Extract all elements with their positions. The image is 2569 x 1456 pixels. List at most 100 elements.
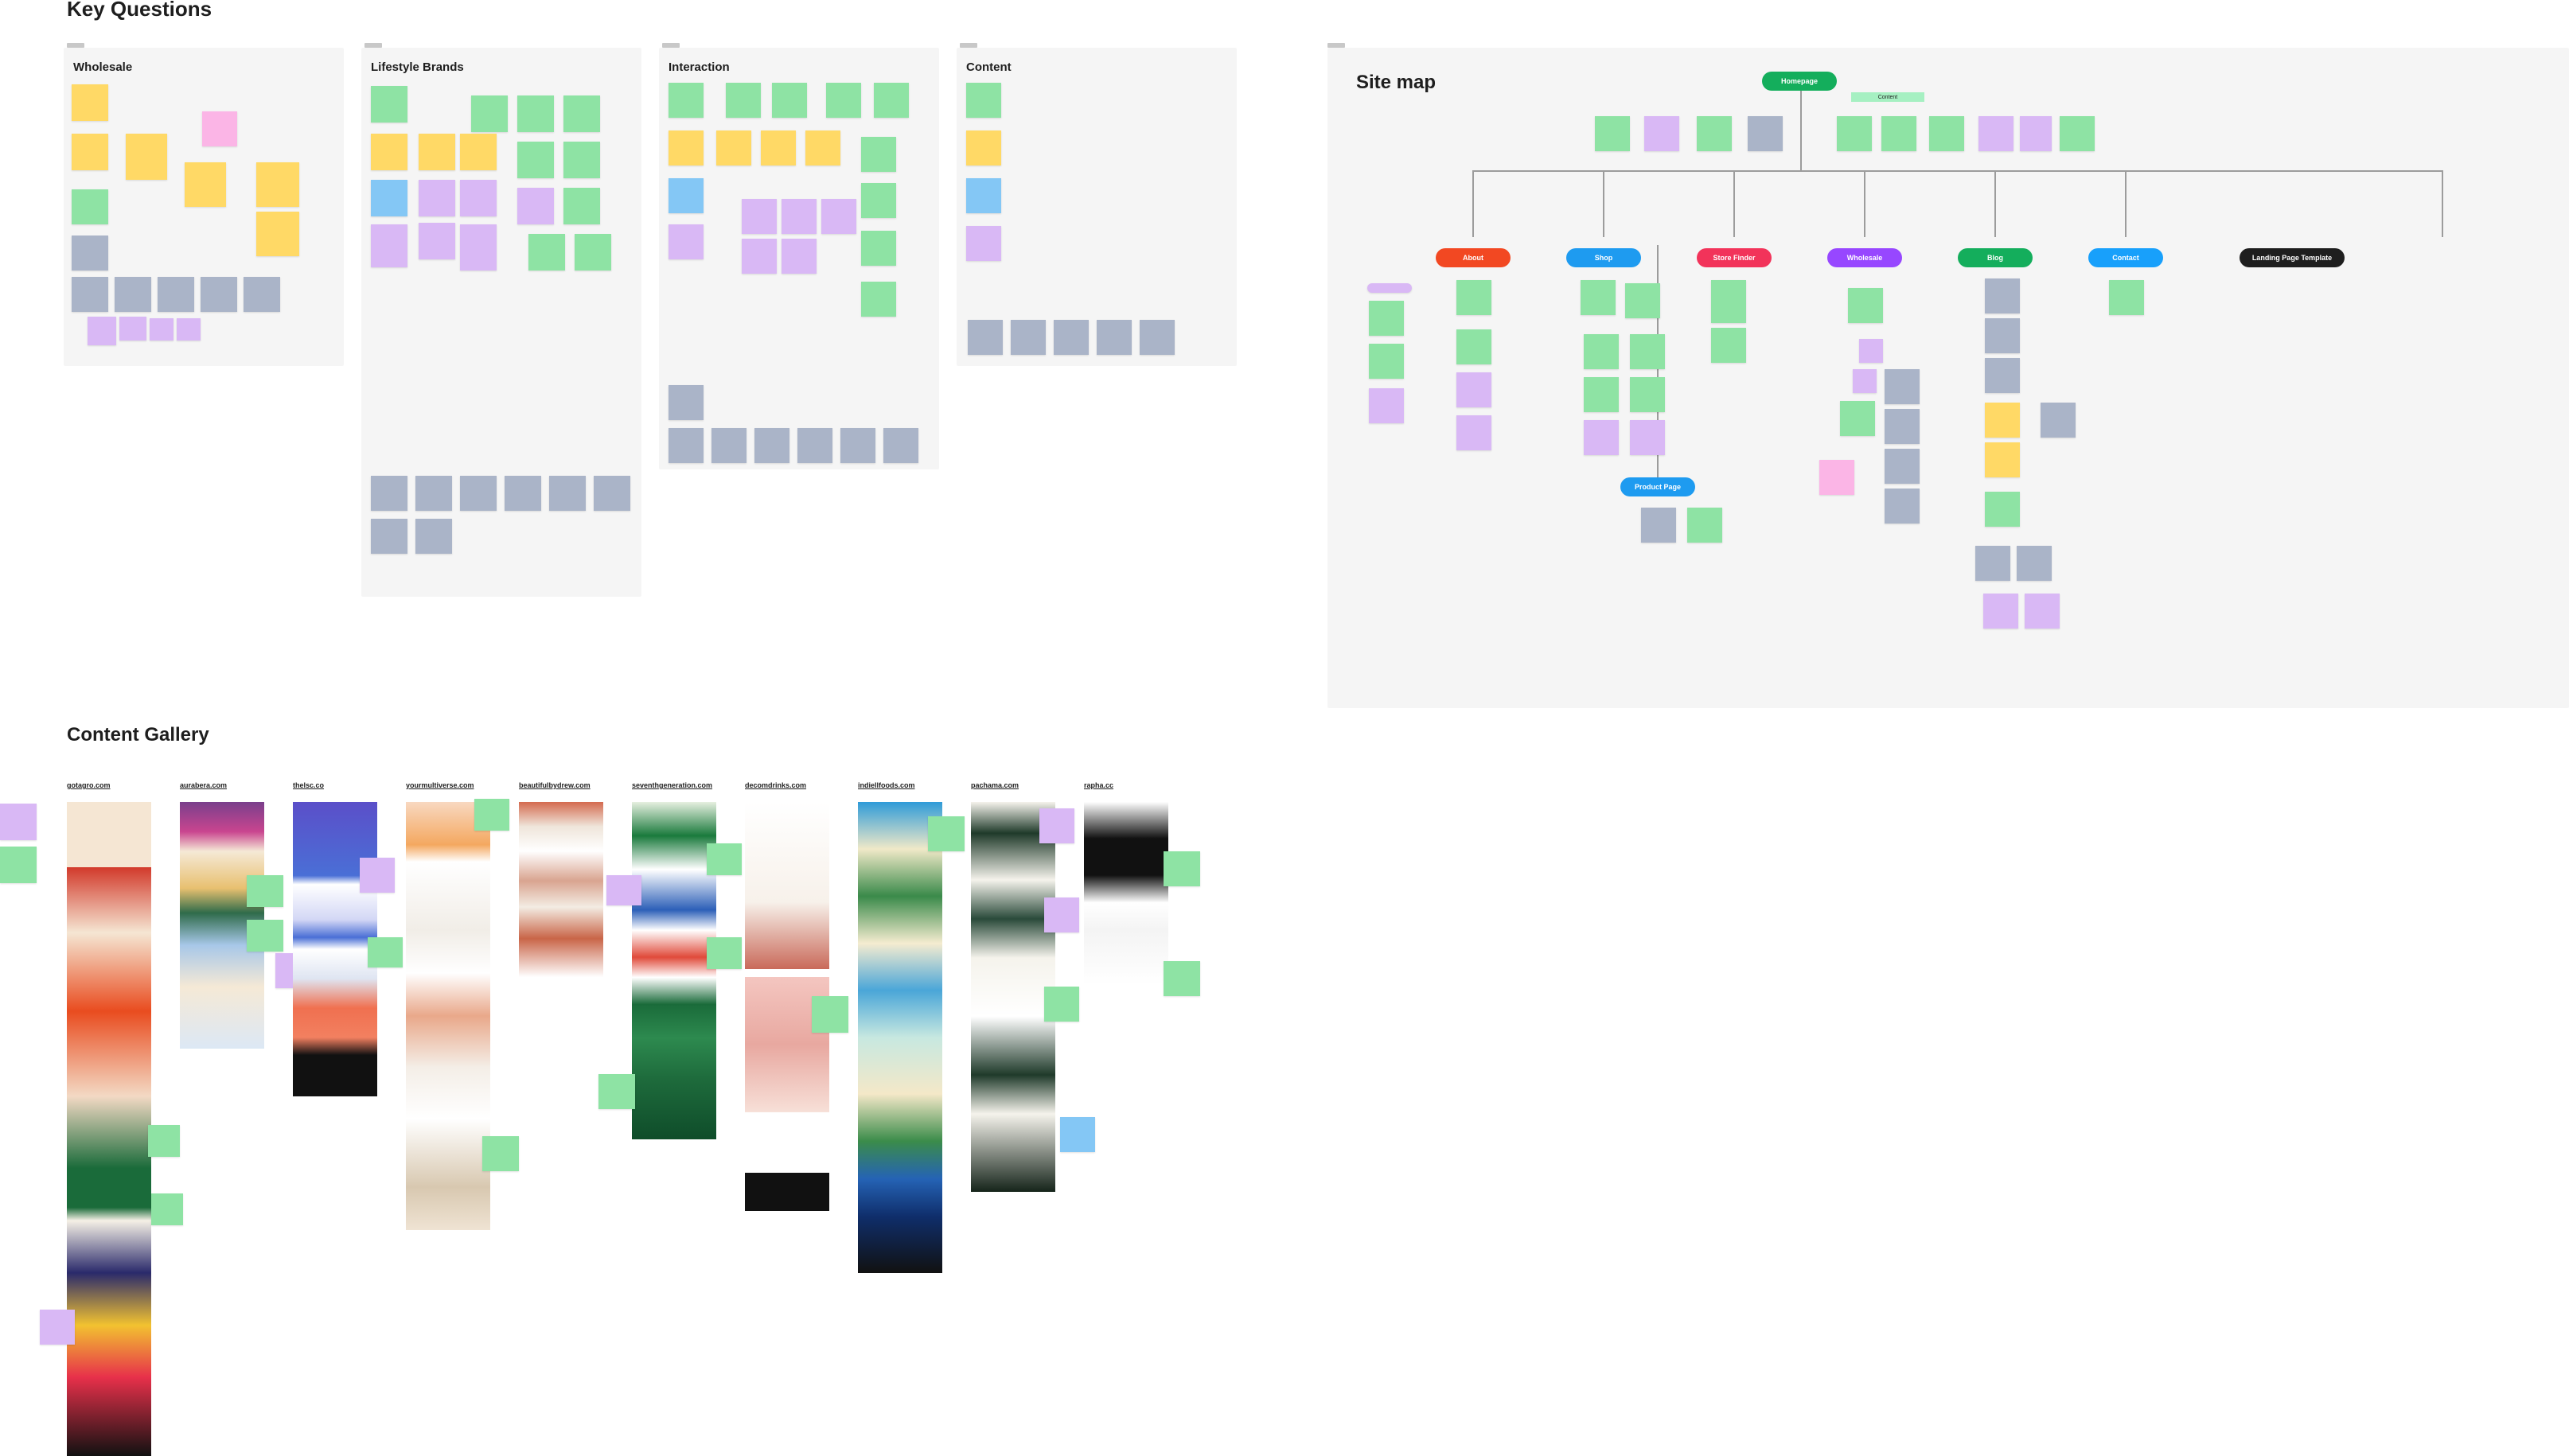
sticky-note[interactable]: [0, 804, 37, 840]
sticky-note[interactable]: [517, 142, 554, 178]
sticky-note[interactable]: [419, 180, 455, 216]
sticky-note[interactable]: [669, 385, 704, 420]
panel-handle[interactable]: [67, 43, 84, 48]
sticky-note[interactable]: [2060, 116, 2095, 151]
sticky-note[interactable]: [1369, 344, 1404, 379]
sticky-note[interactable]: [742, 239, 777, 274]
sticky-note[interactable]: [669, 83, 704, 118]
sticky-note[interactable]: [185, 162, 226, 207]
sticky-note[interactable]: [2025, 594, 2060, 629]
sticky-note[interactable]: [1456, 415, 1491, 450]
sticky-note[interactable]: [669, 130, 704, 165]
node-wholesale[interactable]: Wholesale: [1827, 248, 1902, 267]
gallery-screenshot-seventhgeneration[interactable]: [632, 802, 716, 1139]
sticky-note[interactable]: [1164, 851, 1200, 886]
sticky-note[interactable]: [874, 83, 909, 118]
gallery-screenshot-yourmultiverse[interactable]: [406, 802, 490, 1230]
sticky-note[interactable]: [669, 224, 704, 259]
sticky-note[interactable]: [726, 83, 761, 118]
sticky-note[interactable]: [72, 236, 108, 271]
node-contact[interactable]: Contact: [2088, 248, 2163, 267]
sticky-note[interactable]: [474, 799, 509, 831]
sticky-note[interactable]: [598, 1074, 635, 1109]
sticky-note[interactable]: [256, 212, 299, 256]
node-blog[interactable]: Blog: [1958, 248, 2033, 267]
panel-lifestyle-brands[interactable]: Lifestyle Brands: [361, 43, 641, 597]
sticky-note[interactable]: [126, 134, 167, 180]
sticky-note[interactable]: [88, 317, 116, 345]
sticky-note[interactable]: [1630, 377, 1665, 412]
sticky-note[interactable]: [1140, 320, 1175, 355]
sticky-note[interactable]: [115, 277, 151, 312]
sticky-note[interactable]: [1625, 283, 1660, 318]
sticky-note[interactable]: [1164, 961, 1200, 996]
sticky-note[interactable]: [368, 937, 403, 967]
sticky-note[interactable]: [1885, 409, 1920, 444]
gallery-screenshot-rapha[interactable]: [1084, 802, 1168, 985]
gallery-screenshot-decomdrinks-top[interactable]: [745, 802, 829, 969]
panel-handle[interactable]: [1327, 43, 1345, 48]
sticky-note[interactable]: [1985, 318, 2020, 353]
sticky-note[interactable]: [158, 277, 194, 312]
sticky-note[interactable]: [968, 320, 1003, 355]
sticky-note[interactable]: [761, 130, 796, 165]
sticky-note[interactable]: [966, 178, 1001, 213]
sticky-note[interactable]: [256, 162, 299, 207]
sticky-note[interactable]: [707, 937, 742, 969]
sticky-note[interactable]: [1369, 301, 1404, 336]
sticky-note[interactable]: [119, 317, 146, 341]
sticky-note[interactable]: [1097, 320, 1132, 355]
gallery-site-label[interactable]: decomdrinks.com: [745, 781, 807, 789]
sticky-note[interactable]: [826, 83, 861, 118]
sticky-note[interactable]: [782, 199, 817, 234]
gallery-site-label[interactable]: indiellfoods.com: [858, 781, 915, 789]
gallery-site-label[interactable]: yourmultiverse.com: [406, 781, 474, 789]
sticky-note[interactable]: [1044, 987, 1079, 1022]
sticky-note[interactable]: [419, 223, 455, 259]
sticky-note[interactable]: [669, 178, 704, 213]
gallery-site-label[interactable]: pachama.com: [971, 781, 1019, 789]
sticky-note[interactable]: [371, 476, 407, 511]
gallery-site-label[interactable]: beautifulbydrew.com: [519, 781, 591, 789]
gallery-site-label[interactable]: gotagro.com: [67, 781, 111, 789]
panel-handle[interactable]: [960, 43, 977, 48]
gallery-screenshot-decomdrinks-bottom[interactable]: [745, 1173, 829, 1211]
sticky-note[interactable]: [517, 95, 554, 132]
sticky-note[interactable]: [575, 234, 611, 271]
sticky-note[interactable]: [1748, 116, 1783, 151]
sticky-note[interactable]: [821, 199, 856, 234]
sticky-note[interactable]: [72, 189, 108, 224]
sticky-note[interactable]: [460, 476, 497, 511]
sticky-note[interactable]: [360, 858, 395, 893]
sticky-note[interactable]: [517, 188, 554, 224]
sticky-note[interactable]: [1711, 328, 1746, 363]
sticky-note[interactable]: [707, 843, 742, 875]
gallery-site-label[interactable]: aurabera.com: [180, 781, 228, 789]
sticky-note[interactable]: [1985, 403, 2020, 438]
sticky-note[interactable]: [1039, 808, 1074, 843]
sticky-note[interactable]: [247, 875, 283, 907]
sticky-note[interactable]: [606, 875, 641, 905]
sticky-note[interactable]: [861, 282, 896, 317]
sticky-note[interactable]: [1983, 594, 2018, 629]
sticky-note[interactable]: [1456, 280, 1491, 315]
sticky-note[interactable]: [1885, 449, 1920, 484]
sticky-note[interactable]: [419, 134, 455, 170]
sticky-note[interactable]: [371, 519, 407, 554]
sticky-note[interactable]: [72, 134, 108, 170]
sticky-note[interactable]: [201, 277, 237, 312]
sticky-note[interactable]: [1456, 329, 1491, 364]
sticky-note[interactable]: [711, 428, 747, 463]
sticky-note[interactable]: [1644, 116, 1679, 151]
gallery-screenshot-beautifulbydrew[interactable]: [519, 802, 603, 977]
sticky-note[interactable]: [1975, 546, 2010, 581]
sticky-note[interactable]: [1630, 420, 1665, 455]
sticky-note[interactable]: [177, 318, 201, 341]
panel-interaction[interactable]: Interaction: [659, 43, 939, 469]
gallery-screenshot-gotagro[interactable]: [67, 802, 151, 1456]
sticky-note[interactable]: [2109, 280, 2144, 315]
panel-site-map[interactable]: Site map Homepage Content About Shop Sto…: [1327, 43, 2569, 708]
sticky-note[interactable]: [1985, 278, 2020, 313]
node-homepage[interactable]: Homepage: [1762, 72, 1837, 91]
sticky-note[interactable]: [471, 95, 508, 132]
